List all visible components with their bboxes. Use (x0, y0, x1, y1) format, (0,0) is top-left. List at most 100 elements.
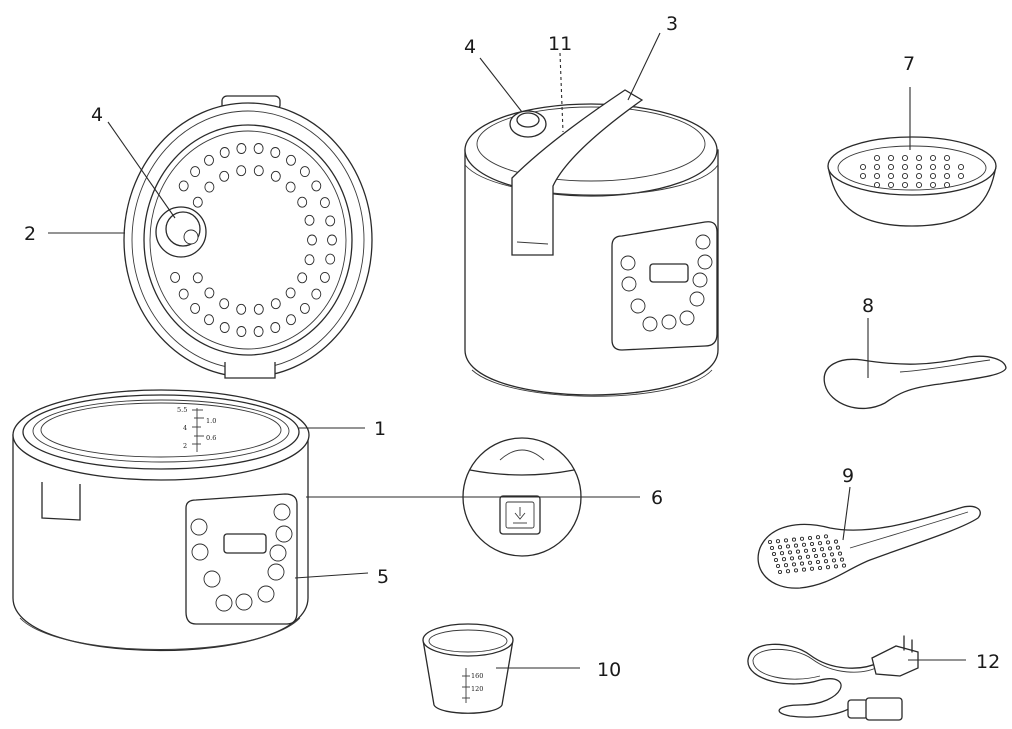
lid-hole (270, 170, 281, 182)
basket-holes (859, 154, 965, 189)
callout-9: 9 (842, 465, 854, 487)
ladle-hole (825, 565, 831, 570)
basket-hole (887, 154, 895, 162)
basket-hole (957, 172, 965, 180)
lid-hole (253, 165, 264, 177)
lid-hole (236, 303, 247, 315)
ladle-hole (831, 558, 837, 563)
lid-hole (297, 272, 308, 284)
basket-hole (901, 172, 909, 180)
lid-hole (319, 197, 330, 209)
ladle-hole (827, 546, 833, 551)
ladle-hole (821, 553, 827, 558)
ladle-hole (777, 569, 783, 575)
basket-hole (915, 172, 923, 180)
panel-button (689, 291, 705, 307)
callout-7: 7 (903, 53, 915, 75)
ladle-hole (791, 562, 797, 567)
ladle-hole (777, 545, 783, 550)
callout-3: 3 (666, 13, 678, 35)
basket-hole (887, 181, 895, 189)
ladle-hole (819, 547, 825, 552)
steam-valve-top (509, 110, 547, 138)
basket-hole (859, 172, 867, 180)
ladle-hole (773, 557, 779, 563)
lid-hole (219, 147, 230, 158)
steamer-basket (827, 136, 997, 227)
carry-handle (511, 89, 644, 256)
lid-hole (286, 314, 296, 326)
lid-hole (286, 154, 296, 166)
control-buttons-closed (620, 234, 713, 332)
basket-hole (873, 154, 881, 162)
ladle-hole (809, 541, 815, 547)
basket-hole (943, 154, 951, 162)
cup-scale-120: 120 (471, 685, 483, 693)
ladle-hole (769, 545, 775, 551)
liter-mark-1-0: 1.0 (206, 417, 216, 425)
basket-hole (929, 172, 937, 180)
ladle-hole (803, 548, 809, 553)
panel-button (267, 563, 285, 581)
ladle-hole (793, 543, 799, 548)
lid-hole (219, 298, 230, 310)
lid-hole (270, 147, 281, 158)
open-cooker-body: 5.5 1.0 4 0.6 2 (12, 389, 310, 652)
basket-hole (859, 163, 867, 171)
callout-4-lid: 4 (91, 104, 103, 126)
ladle-hole (835, 545, 841, 550)
bowl-water-scale: 5.5 1.0 4 0.6 2 (177, 406, 216, 452)
lid-vent-holes (170, 143, 337, 337)
lid-hole (204, 181, 215, 193)
lid-hole (299, 302, 310, 314)
control-panel (185, 493, 298, 625)
lid-hole (325, 215, 336, 227)
basket-hole (901, 154, 909, 162)
callout-4-top: 4 (464, 36, 476, 58)
lid-hole (311, 288, 322, 300)
ladle-hole (789, 556, 795, 561)
panel-button (661, 314, 677, 330)
basket-hole (943, 181, 951, 189)
ladle-hole (825, 540, 831, 545)
lid-hole (304, 254, 315, 266)
appliance-connector-icon (847, 697, 903, 721)
ladle-hole (787, 550, 793, 555)
ladle-hole (771, 551, 777, 557)
lid-hole (253, 143, 264, 154)
ladle-hole (781, 557, 787, 562)
ladle-hole (797, 555, 803, 560)
ladle-hole (767, 539, 773, 545)
ladle-hole (817, 541, 823, 546)
rice-paddle (823, 355, 1007, 409)
ladle-holes (767, 534, 847, 575)
lid-hole (299, 166, 310, 178)
ladle-hole (813, 553, 819, 559)
lid-hole (192, 196, 203, 208)
panel-button (621, 276, 637, 292)
closed-cooker-illustration (464, 89, 719, 397)
basket-hole (873, 181, 881, 189)
lid-hole (178, 288, 189, 300)
plug-icon (871, 635, 919, 677)
panel-button (190, 518, 208, 536)
callout-11: 11 (548, 33, 572, 55)
lid-hole (192, 272, 203, 284)
control-panel-closed (611, 221, 718, 351)
ladle-hole (793, 568, 799, 573)
basket-hole (943, 172, 951, 180)
lid-hole (236, 326, 247, 337)
ladle-hole (805, 554, 811, 559)
ladle-hole (833, 564, 839, 569)
panel-button (697, 254, 713, 270)
ladle-hole (775, 563, 781, 569)
basket-hole (887, 172, 895, 180)
liter-mark-0-6: 0.6 (206, 434, 216, 442)
lid-hole (307, 234, 317, 246)
lid-hole (270, 298, 281, 310)
lid-hole (219, 322, 230, 333)
ladle-hole (829, 552, 835, 557)
lid-hole (236, 165, 247, 177)
panel-button (191, 543, 209, 561)
